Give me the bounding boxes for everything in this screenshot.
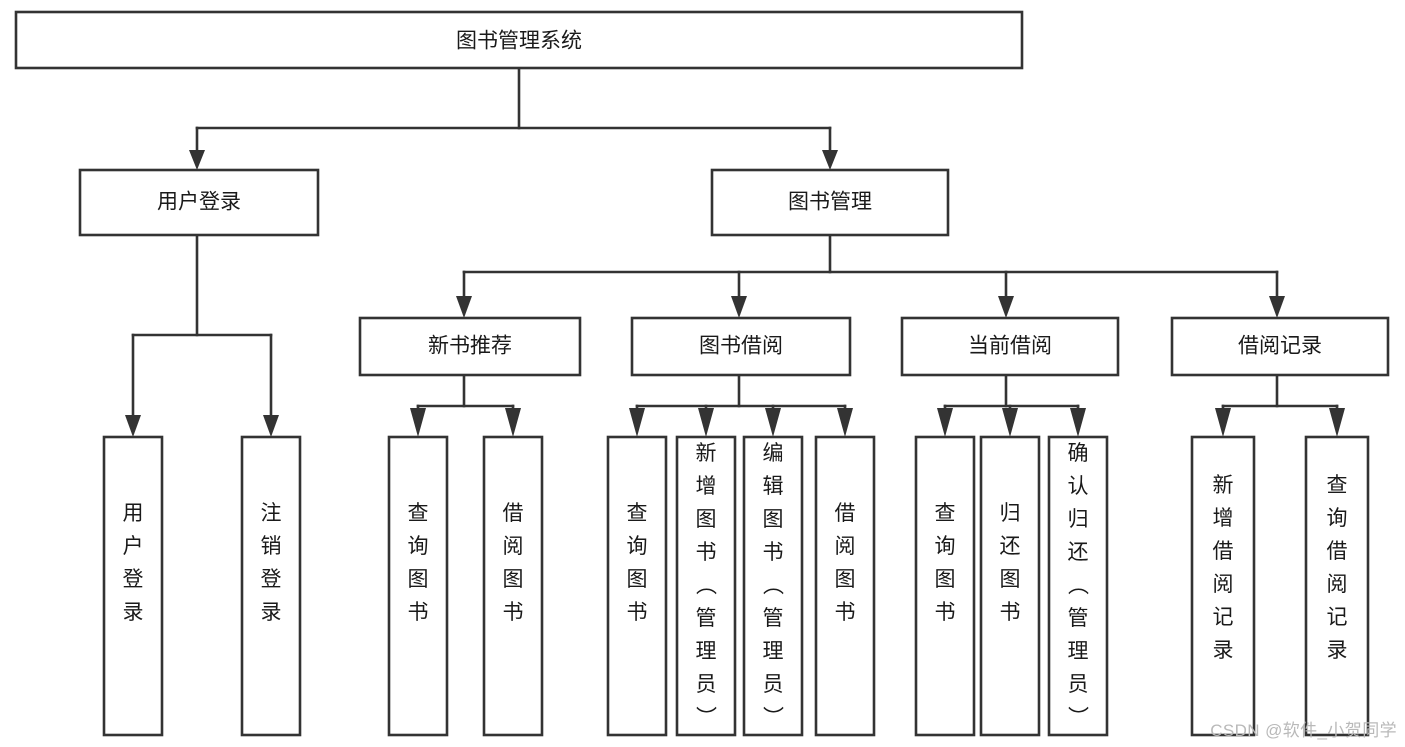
leaf-add-book-box[interactable] [675,435,737,737]
leaf-query-record-box[interactable] [1304,435,1370,737]
arrow-head-leaf-edit-book [765,408,781,437]
leaf-borrow-book-2-label: 借阅图书 [835,502,856,624]
leaf-return-book-label: 归还图书 [1000,502,1021,624]
node-root[interactable]: 图书管理系统 [14,10,1024,70]
leaf-query-book-1-label: 查询图书 [408,502,429,624]
arrow-head-leaf-add-record [1215,408,1231,437]
csdn-watermark: CSDN @软件_小贺同学 [1210,721,1397,740]
leaf-query-book-3-box[interactable] [914,435,976,737]
leaf-borrow-book-2[interactable]: 借阅图书 [814,435,876,737]
arrow-head-leaf-return-book [1002,408,1018,437]
leaf-query-book-3[interactable]: 查询图书 [914,435,976,737]
arrow-head-leaf-query-book-1 [410,408,426,437]
leaf-query-book-2-label: 查询图书 [627,502,648,624]
arrow-head-book-management [822,150,838,170]
node-new-book-recommend-label: 新书推荐 [428,335,512,358]
arrow-head-leaf-user-login [125,415,141,437]
leaf-logout-box[interactable] [240,435,302,737]
connector-layer [125,66,1345,437]
arrow-head-leaf-borrow-book-2 [837,408,853,437]
arrow-head-borrow-record [1269,296,1285,318]
leaf-confirm-return-label: 确认归还（管理员） [1068,442,1090,729]
arrow-head-user-login [189,150,205,170]
node-book-management-label: 图书管理 [788,191,872,214]
leaf-user-login-label: 用户登录 [123,502,144,624]
arrow-head-leaf-query-record [1329,408,1345,437]
leaf-return-book-box[interactable] [979,435,1041,737]
leaf-confirm-return-box[interactable] [1047,435,1109,737]
leaf-query-book-2-box[interactable] [606,435,668,737]
leaf-add-record-box[interactable] [1190,435,1256,737]
leaf-edit-book-label: 编辑图书（管理员） [763,442,785,729]
leaf-query-book-2[interactable]: 查询图书 [606,435,668,737]
node-root-box[interactable] [14,10,1024,70]
node-borrow-record-box[interactable] [1170,316,1390,377]
leaf-query-book-1-box[interactable] [387,435,449,737]
arrow-head-leaf-logout [263,415,279,437]
arrow-head-leaf-add-book [698,408,714,437]
node-book-borrow-box[interactable] [630,316,852,377]
node-user-login-label: 用户登录 [157,191,241,214]
node-current-borrow-box[interactable] [900,316,1120,377]
arrow-head-leaf-query-book-3 [937,408,953,437]
leaf-query-book-3-label: 查询图书 [935,502,956,624]
node-current-borrow-label: 当前借阅 [968,335,1052,358]
leaf-borrow-book-1-label: 借阅图书 [503,502,524,624]
node-user-login-box[interactable] [78,168,320,237]
leaf-user-login[interactable]: 用户登录 [102,435,164,737]
leaf-confirm-return[interactable]: 确认归还（管理员） [1047,435,1109,737]
leaf-add-record-label: 新增借阅记录 [1213,474,1234,662]
arrow-head-leaf-confirm-return [1070,408,1086,437]
leaf-logout[interactable]: 注销登录 [240,435,302,737]
leaf-edit-book[interactable]: 编辑图书（管理员） [742,435,804,737]
arrow-head-current-borrow [998,296,1014,318]
leaf-add-book[interactable]: 新增图书（管理员） [675,435,737,737]
node-borrow-record-label: 借阅记录 [1238,335,1322,358]
leaf-logout-label: 注销登录 [261,502,282,624]
leaf-borrow-book-1[interactable]: 借阅图书 [482,435,544,737]
leaf-add-record[interactable]: 新增借阅记录 [1190,435,1256,737]
node-current-borrow[interactable]: 当前借阅 [900,316,1120,377]
node-book-management[interactable]: 图书管理 [710,168,950,237]
leaf-query-record[interactable]: 查询借阅记录 [1304,435,1370,737]
node-new-book-recommend-box[interactable] [358,316,582,377]
node-borrow-record[interactable]: 借阅记录 [1170,316,1390,377]
leaf-return-book[interactable]: 归还图书 [979,435,1041,737]
node-root-label: 图书管理系统 [456,30,582,53]
leaf-borrow-book-2-box[interactable] [814,435,876,737]
node-book-management-box[interactable] [710,168,950,237]
arrow-head-book-borrow [731,296,747,318]
arrow-head-leaf-query-book-2 [629,408,645,437]
leaf-add-book-label: 新增图书（管理员） [696,442,718,729]
node-user-login[interactable]: 用户登录 [78,168,320,237]
arrow-head-leaf-borrow-book-1 [505,408,521,437]
leaf-edit-book-box[interactable] [742,435,804,737]
node-new-book-recommend[interactable]: 新书推荐 [358,316,582,377]
leaf-query-book-1[interactable]: 查询图书 [387,435,449,737]
node-book-borrow[interactable]: 图书借阅 [630,316,852,377]
leaf-borrow-book-1-box[interactable] [482,435,544,737]
leaf-user-login-box[interactable] [102,435,164,737]
leaf-query-record-label: 查询借阅记录 [1327,474,1348,662]
arrow-head-new-book-recommend [456,296,472,318]
node-book-borrow-label: 图书借阅 [699,335,783,358]
